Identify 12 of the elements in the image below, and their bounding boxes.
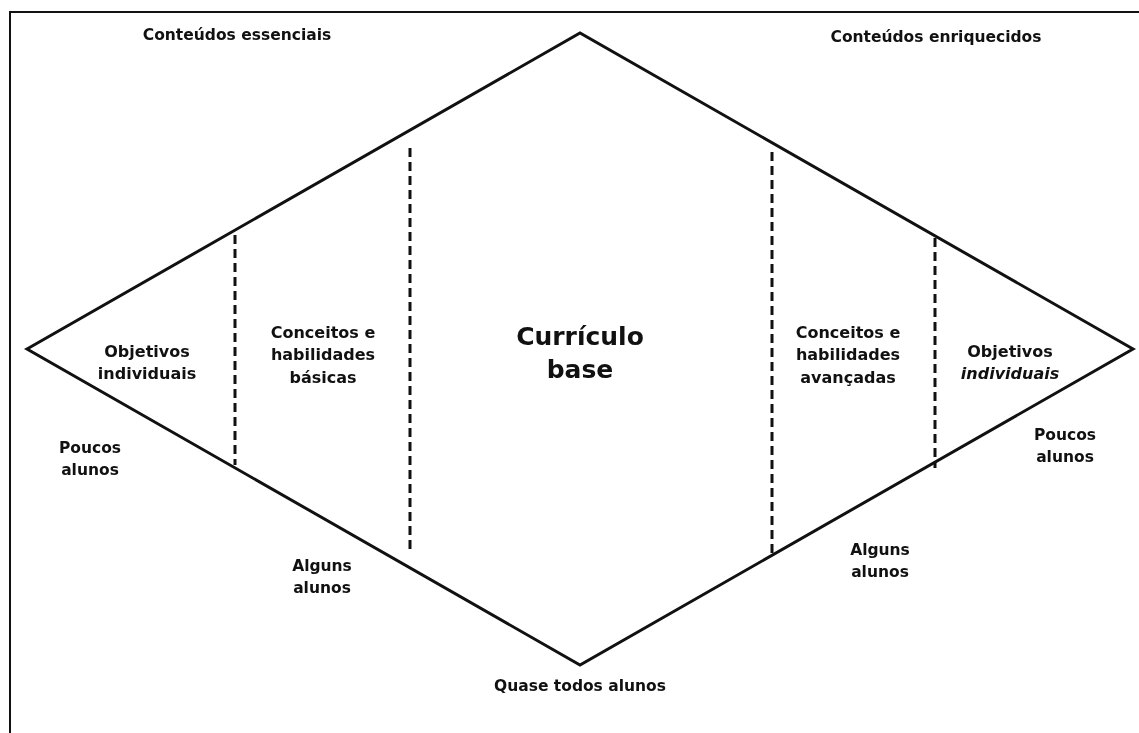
axis-label: Conteúdos essenciais (141, 25, 333, 46)
axis-label: Poucos alunos (57, 438, 123, 481)
axis-label: Alguns alunos (849, 540, 911, 583)
axis-label: Poucos alunos (1032, 425, 1098, 468)
axis-label: Quase todos alunos (493, 676, 667, 697)
section-label: Objetivos individuais (82, 340, 212, 386)
section-label: Objetivos individuais (945, 340, 1075, 386)
section-label: Currículo base (505, 320, 655, 386)
axis-label: Alguns alunos (291, 556, 353, 599)
axis-label: Conteúdos enriquecidos (829, 27, 1043, 48)
section-label: Conceitos e habilidades avançadas (773, 322, 923, 390)
section-label: Conceitos e habilidades básicas (248, 322, 398, 390)
